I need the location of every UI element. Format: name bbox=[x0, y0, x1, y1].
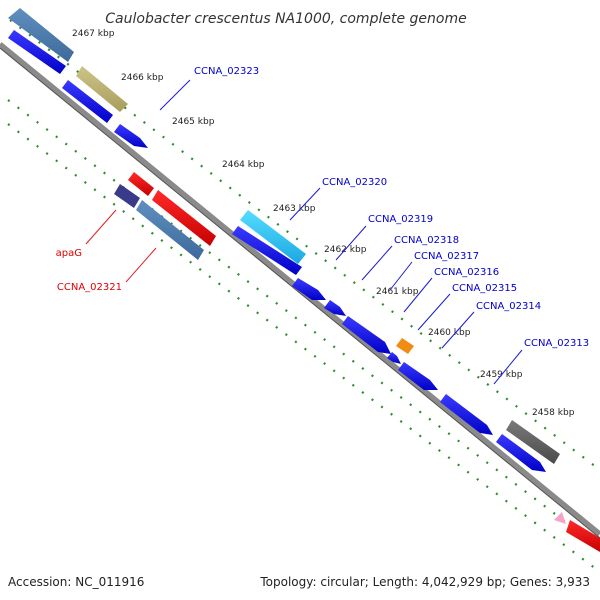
gene-label-reverse[interactable]: CCNA_02321 bbox=[57, 282, 122, 293]
cds-feature[interactable] bbox=[114, 124, 148, 148]
genome-backbone-shadow bbox=[0, 47, 600, 539]
gene-label-forward[interactable]: CCNA_02323 bbox=[194, 66, 259, 77]
gene-region[interactable] bbox=[506, 420, 560, 464]
tick-label: 2464 kbp bbox=[222, 160, 265, 170]
leader-line bbox=[389, 261, 413, 291]
cds-feature[interactable] bbox=[342, 316, 391, 354]
cds-feature[interactable] bbox=[152, 190, 216, 246]
cds-feature[interactable] bbox=[440, 394, 493, 435]
tick-label: 2461 kbp bbox=[376, 287, 419, 297]
gene-region[interactable] bbox=[240, 210, 306, 264]
genome-title: Caulobacter crescentus NA1000, complete … bbox=[105, 11, 466, 27]
forward-strand-track bbox=[8, 8, 560, 472]
gene-region[interactable] bbox=[8, 8, 74, 62]
gene-label-forward[interactable]: CCNA_02315 bbox=[452, 283, 517, 294]
cds-feature[interactable] bbox=[324, 300, 346, 316]
cds-feature[interactable] bbox=[62, 80, 113, 123]
gene-region[interactable] bbox=[114, 184, 140, 208]
accession-label: Accession: NC_011916 bbox=[8, 575, 144, 589]
leader-line bbox=[159, 79, 191, 111]
cds-feature[interactable] bbox=[566, 520, 600, 552]
forward-gene-labels bbox=[159, 79, 523, 385]
cds-feature[interactable] bbox=[128, 172, 154, 196]
tick-track-inner-1 bbox=[7, 99, 600, 549]
gene-label-forward[interactable]: CCNA_02316 bbox=[434, 267, 499, 278]
gene-label-forward[interactable]: CCNA_02318 bbox=[394, 235, 459, 246]
tick-track-inner-2 bbox=[7, 123, 600, 573]
reverse-gene-names: apaG CCNA_02321 bbox=[56, 248, 122, 293]
cds-feature[interactable] bbox=[8, 30, 66, 74]
leader-line bbox=[417, 293, 451, 331]
leader-line bbox=[289, 187, 321, 221]
gene-region[interactable] bbox=[136, 200, 204, 260]
gene-label-forward[interactable]: CCNA_02319 bbox=[368, 214, 433, 225]
cds-feature[interactable] bbox=[292, 278, 326, 300]
cds-feature[interactable] bbox=[232, 226, 302, 275]
tick-label: 2467 kbp bbox=[72, 29, 115, 39]
gene-label-forward[interactable]: CCNA_02314 bbox=[476, 301, 541, 312]
leader-line bbox=[403, 277, 433, 313]
gene-region[interactable] bbox=[554, 512, 566, 524]
cds-feature[interactable] bbox=[496, 434, 546, 472]
gene-label-forward[interactable]: CCNA_02313 bbox=[524, 338, 589, 349]
leader-line bbox=[493, 349, 523, 385]
gene-label-forward[interactable]: CCNA_02317 bbox=[414, 251, 479, 262]
tick-label: 2458 kbp bbox=[532, 408, 575, 418]
reverse-gene-labels bbox=[85, 209, 157, 283]
genome-summary: Topology: circular; Length: 4,042,929 bp… bbox=[259, 575, 590, 589]
kbp-ticks: 2467 kbp 2466 kbp 2465 kbp 2464 kbp 2463… bbox=[72, 29, 575, 418]
gene-region[interactable] bbox=[396, 338, 414, 354]
tick-label: 2465 kbp bbox=[172, 117, 215, 127]
forward-gene-names: CCNA_02323 CCNA_02320 CCNA_02319 CCNA_02… bbox=[194, 66, 589, 349]
leader-line bbox=[361, 245, 393, 281]
cds-feature[interactable] bbox=[387, 352, 401, 364]
gene-label-reverse[interactable]: apaG bbox=[56, 248, 82, 259]
gene-region[interactable] bbox=[76, 66, 128, 112]
reverse-strand-track bbox=[114, 172, 600, 552]
cds-feature[interactable] bbox=[398, 362, 438, 390]
gene-label-forward[interactable]: CCNA_02320 bbox=[322, 177, 387, 188]
leader-line bbox=[441, 311, 475, 349]
tick-label: 2460 kbp bbox=[428, 328, 471, 338]
leader-line bbox=[125, 247, 157, 283]
tick-label: 2466 kbp bbox=[121, 73, 164, 83]
leader-line bbox=[85, 209, 117, 245]
tick-label: 2463 kbp bbox=[273, 204, 316, 214]
leader-line bbox=[335, 225, 367, 261]
